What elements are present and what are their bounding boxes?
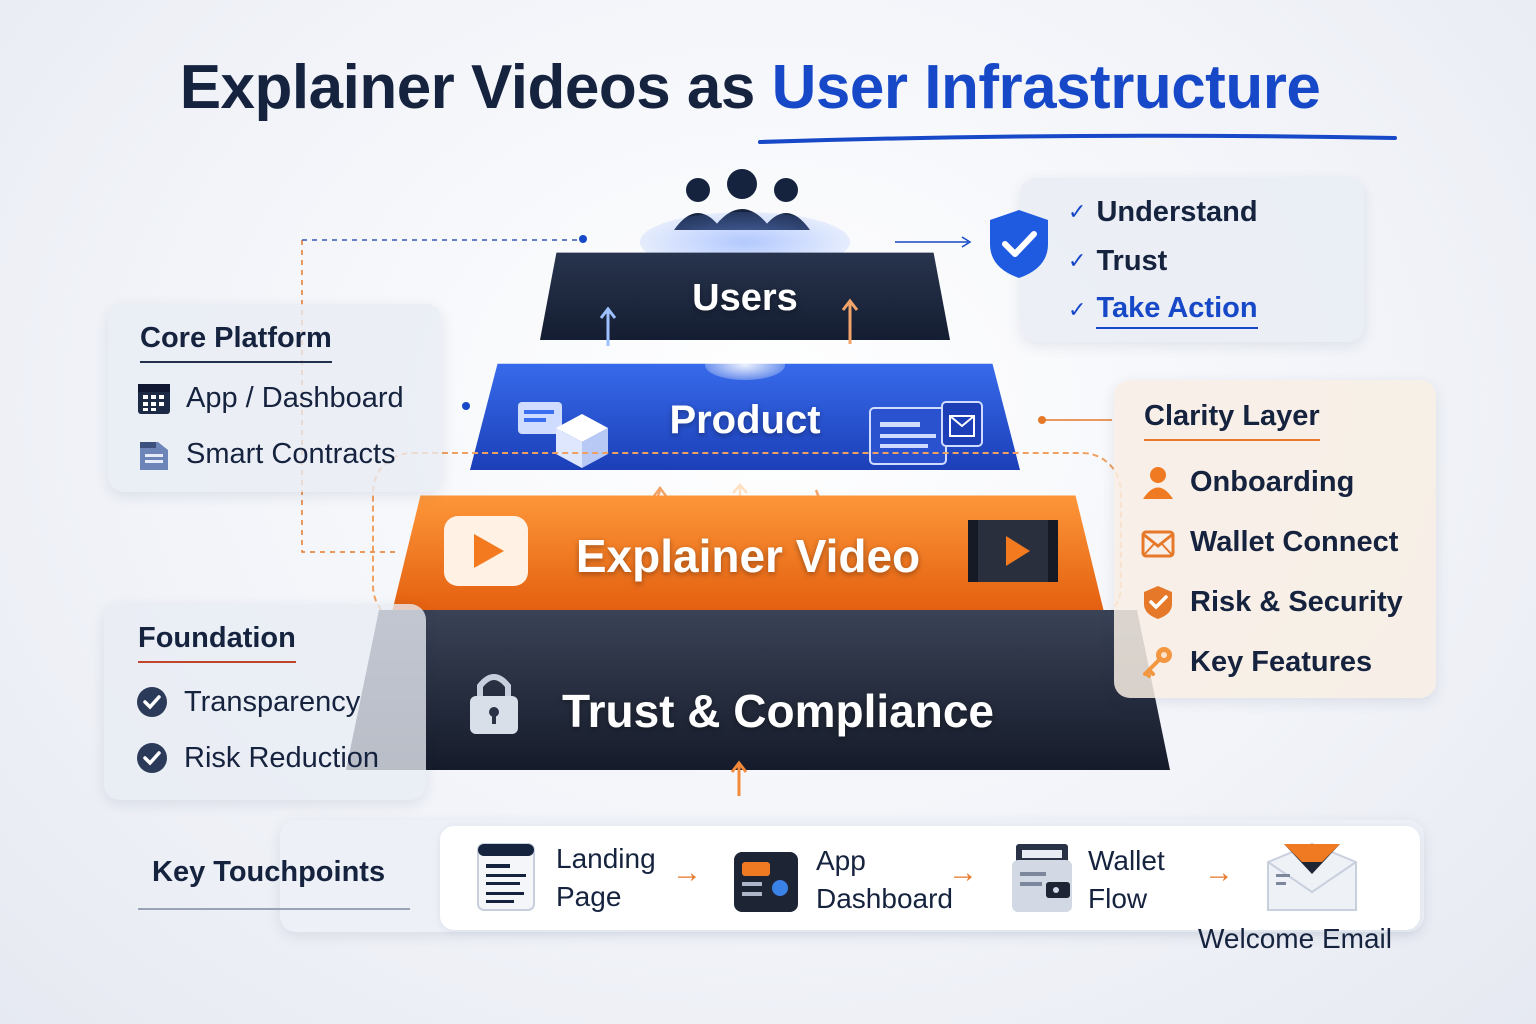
touchpoint-landing-page: Landing Page [556,840,656,916]
arrow-right-icon: → [1204,856,1234,889]
outcomes-list: ✓ Understand ✓ Trust ✓ Take Action [1068,192,1258,330]
clarity-item: Risk & Security [1138,580,1403,624]
checkmark-icon: ✓ [1068,199,1087,224]
email-icon [1267,842,1357,911]
foundation-item-label: Risk Reduction [184,741,380,774]
clarity-item: Onboarding [1138,460,1403,504]
outcomes-panel [1020,178,1364,342]
core-platform-item: App / Dashboard [134,376,404,420]
check-badge-icon [1138,582,1178,622]
touchpoint-label-line1: Landing [556,843,656,874]
layer-users-label: Users [692,276,798,319]
clarity-item-label: Onboarding [1190,465,1355,498]
clarity-item-label: Wallet Connect [1190,525,1399,558]
checkmark-icon: ✓ [1068,248,1087,273]
core-platform-item-label: App / Dashboard [186,381,404,414]
core-platform-item: Smart Contracts [134,432,404,476]
clarity-item-label: Risk & Security [1190,585,1403,618]
arrow-right-icon: → [948,856,978,889]
touchpoints-track [440,826,1420,930]
calendar-grid-icon [134,378,174,418]
title-part-1: Explainer Videos as [179,53,756,122]
touchpoints-heading: Key Touchpoints [152,856,386,888]
web-page-icon [477,843,535,911]
touchpoint-label-line1: App [816,845,866,876]
browser-window-icon [869,401,983,465]
shield-check-icon [990,210,1048,278]
key-icon [1138,642,1178,682]
up-arrow-icon [841,298,859,344]
arrow-right-icon: → [672,856,702,889]
user-icon [1138,462,1178,502]
core-platform-panel: Core Platform App / Dashboard Smart Cont… [108,304,442,492]
layer-product-label: Product [669,397,821,442]
page-title: Explainer Videos as User Infrastructure [0,52,1500,123]
layer-trust-label: Trust & Compliance [562,685,994,737]
layer-explainer-label: Explainer Video [575,530,921,582]
check-circle-icon [132,682,172,722]
product-box-icon [518,402,608,468]
touchpoint-app-dashboard: App Dashboard [816,842,953,918]
touchpoint-welcome-email: Welcome Email [1198,923,1392,954]
title-part-2: User Infrastructure [771,53,1321,122]
outcome-take-action: ✓ Take Action [1068,290,1258,330]
layer-trust-compliance: Trust & Compliance [346,610,1170,770]
touchpoints-heading-rule [138,908,410,910]
foundation-heading: Foundation [138,622,296,663]
play-button-icon [444,516,528,586]
outcome-trust: ✓ Trust [1068,241,1258,281]
outcome-label: Take Action [1096,292,1258,329]
core-platform-heading: Core Platform [140,322,332,363]
film-player-icon [968,520,1058,582]
outcome-label: Trust [1096,244,1168,277]
clarity-layer-panel: Clarity Layer Onboarding Wallet Connect … [1114,380,1436,698]
touchpoint-wallet-flow: Wallet Flow [1088,842,1165,918]
clarity-item: Key Features [1138,640,1403,684]
outcome-label: Understand [1096,195,1258,228]
check-circle-icon [132,738,172,778]
lock-icon [470,674,518,734]
up-arrow-icon [599,306,617,346]
glow-product [705,350,785,380]
dashboard-icon [734,852,798,912]
touchpoint-label-line1: Wallet [1088,845,1165,876]
touchpoint-label-line2: Page [556,881,622,912]
core-platform-item-label: Smart Contracts [186,437,396,470]
title-underline [758,133,1397,144]
foundation-item-label: Transparency [184,685,361,718]
envelope-icon [1138,522,1178,562]
foundation-item: Transparency [132,680,379,724]
clarity-item-label: Key Features [1190,645,1373,678]
up-arrow-icon [730,760,748,796]
wallet-icon [1012,844,1072,912]
outcome-understand: ✓ Understand [1068,192,1258,232]
checkmark-icon: ✓ [1068,297,1087,322]
touchpoint-label-line2: Dashboard [816,883,953,914]
document-icon [134,434,174,474]
clarity-layer-heading: Clarity Layer [1144,400,1320,441]
clarity-item: Wallet Connect [1138,520,1403,564]
foundation-item: Risk Reduction [132,736,379,780]
foundation-panel: Foundation Transparency Risk Reduction [104,604,426,800]
touchpoint-label-line2: Flow [1088,883,1148,914]
